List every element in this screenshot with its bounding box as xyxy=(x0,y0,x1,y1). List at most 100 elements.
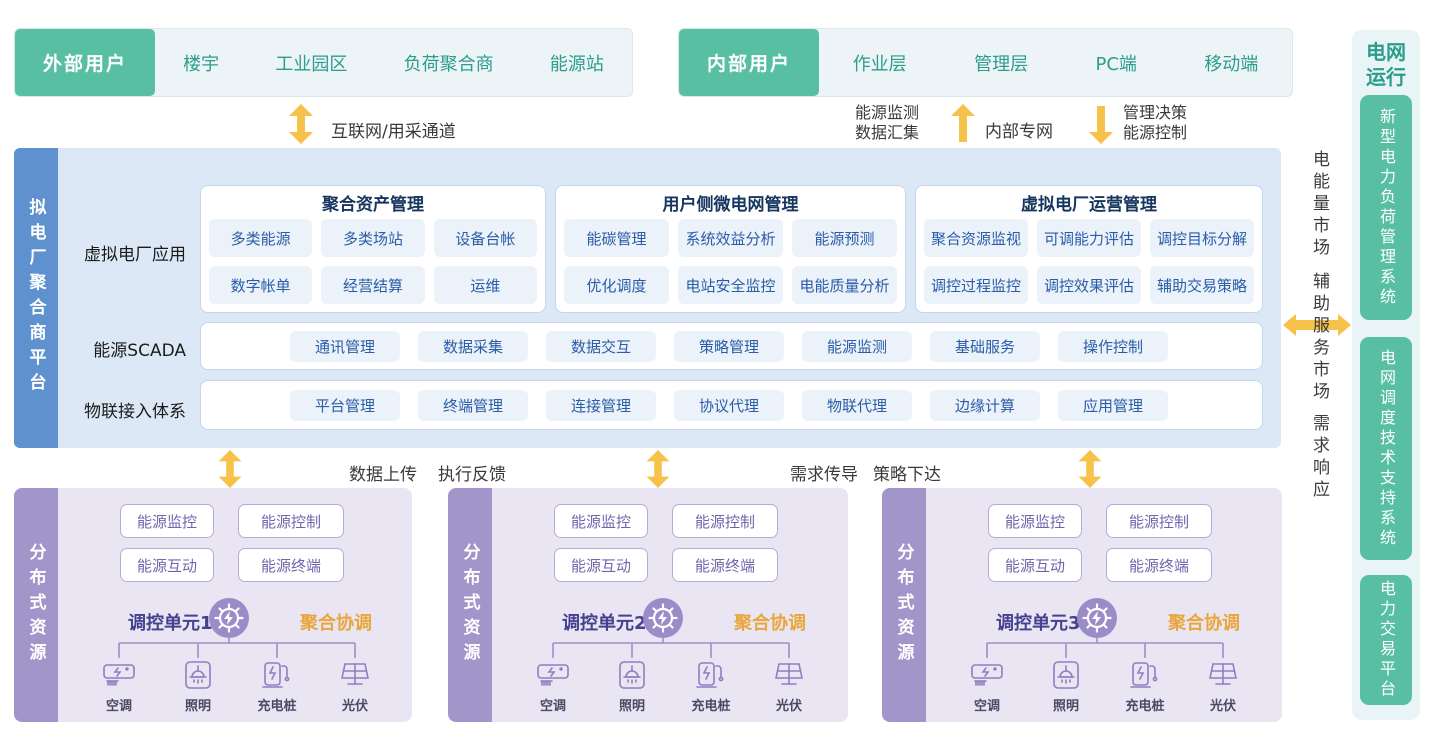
chip: 优化调度 xyxy=(564,266,669,304)
power-trading-platform: 电力交易平台 xyxy=(1360,575,1412,705)
device-label: 空调 xyxy=(539,699,566,714)
up-arrow-icon xyxy=(950,104,976,144)
updown-arrow-icon xyxy=(1077,450,1103,488)
resource-block-2: 分布式资源 能源监控 能源控制 能源互动 能源终端 调控单元2 聚合协调 空调 … xyxy=(448,488,848,722)
aggregator-platform-band: 拟电厂聚合商平台 虚拟电厂应用 能源SCADA 物联接入体系 聚合资产管理 多类… xyxy=(14,148,1281,448)
vpp-operation-group: 虚拟电厂运营管理 聚合资源监视 可调能力评估 调控目标分解 调控过程监控 调控效… xyxy=(915,185,1263,313)
chip: 能源监控 xyxy=(988,504,1082,538)
lighting-icon xyxy=(615,658,649,692)
strategy-dispatch-label: 策略下达 xyxy=(873,465,941,485)
aggregation-hub-label: 聚合协调 xyxy=(300,613,372,634)
device-label: 照明 xyxy=(618,699,645,714)
updown-arrow-icon xyxy=(645,450,671,488)
gear-lightning-icon xyxy=(1077,598,1117,638)
microgrid-management-group: 用户侧微电网管理 能碳管理 系统效益分析 能源预测 优化调度 电站安全监控 电能… xyxy=(555,185,906,313)
chip: 能源控制 xyxy=(238,504,344,538)
chip: 能源控制 xyxy=(1106,504,1212,538)
internet-channel-label: 互联网/用采通道 xyxy=(331,122,456,142)
internal-users-items: 作业层 管理层 PC端 移动端 xyxy=(819,29,1292,96)
aggregation-hub-label: 聚合协调 xyxy=(734,613,806,634)
device-label: 充电桩 xyxy=(257,699,297,714)
chip: 调控目标分解 xyxy=(1150,219,1254,257)
device-label: 光伏 xyxy=(341,699,368,714)
chip: 系统效益分析 xyxy=(678,219,783,257)
chip: 多类能源 xyxy=(209,219,313,257)
aggregation-hub-label: 聚合协调 xyxy=(1168,613,1240,634)
intranet-label: 内部专网 xyxy=(985,122,1053,142)
chip: 能碳管理 xyxy=(564,219,669,257)
chip: 能源终端 xyxy=(238,548,344,582)
asset-management-group: 聚合资产管理 多类能源 多类场站 设备台帐 数字帐单 经营结算 运维 xyxy=(200,185,546,313)
chip: 能源控制 xyxy=(672,504,778,538)
updown-arrow-icon xyxy=(288,104,314,144)
chip: 经营结算 xyxy=(321,266,425,304)
external-user-item: 工业园区 xyxy=(275,53,348,75)
iot-row-label: 物联接入体系 xyxy=(84,402,186,422)
exec-feedback-label: 执行反馈 xyxy=(438,465,506,485)
resources-side-label: 分布式资源 xyxy=(448,488,492,722)
lighting-icon xyxy=(1049,658,1083,692)
chip: 能源终端 xyxy=(1106,548,1212,582)
internal-user-item: 移动端 xyxy=(1204,53,1259,75)
group-title: 用户侧微电网管理 xyxy=(662,195,799,215)
device-tree-connector xyxy=(547,638,795,658)
chip: 边缘计算 xyxy=(930,389,1040,421)
control-unit-label: 调控单元1 xyxy=(128,613,213,634)
gear-lightning-icon xyxy=(643,598,683,638)
chip: 数据交互 xyxy=(546,330,656,362)
chip: 连接管理 xyxy=(546,389,656,421)
control-unit-label: 调控单元3 xyxy=(996,613,1081,634)
external-user-item: 楼宇 xyxy=(183,53,220,75)
chip: 调控过程监控 xyxy=(924,266,1028,304)
internal-users-badge: 内部用户 xyxy=(679,29,819,96)
chip: 终端管理 xyxy=(418,389,528,421)
chip: 协议代理 xyxy=(674,389,784,421)
market-label-demand-response: 需求响应 xyxy=(1309,414,1329,502)
chip: 能源终端 xyxy=(672,548,778,582)
resources-side-label: 分布式资源 xyxy=(14,488,58,722)
device-label: 空调 xyxy=(105,699,132,714)
decision-control-label: 管理决策 能源控制 xyxy=(1123,103,1188,142)
chip: 应用管理 xyxy=(1058,389,1168,421)
gear-lightning-icon xyxy=(209,598,249,638)
chip: 数据采集 xyxy=(418,330,528,362)
chip: 辅助交易策略 xyxy=(1150,266,1254,304)
solar-pv-icon xyxy=(338,658,372,692)
ev-charger-icon xyxy=(260,658,294,692)
device-label: 照明 xyxy=(1052,699,1079,714)
data-upload-label: 数据上传 xyxy=(349,465,417,485)
chip: 策略管理 xyxy=(674,330,784,362)
iot-row: 平台管理 终端管理 连接管理 协议代理 物联代理 边缘计算 应用管理 xyxy=(200,380,1263,430)
vpp-app-row-label: 虚拟电厂应用 xyxy=(84,245,186,265)
chip: 平台管理 xyxy=(290,389,400,421)
chip: 能源预测 xyxy=(792,219,897,257)
grid-operation-title: 电网运行 xyxy=(1366,40,1406,89)
grid-operation-panel: 电网运行 新型电力负荷管理系统 电网调度技术支持系统 电力交易平台 xyxy=(1352,30,1420,720)
dispatch-support-system: 电网调度技术支持系统 xyxy=(1360,337,1412,560)
chip: 能源互动 xyxy=(554,548,648,582)
scada-row-label: 能源SCADA xyxy=(93,341,186,361)
group-title: 聚合资产管理 xyxy=(322,195,424,215)
chip: 电站安全监控 xyxy=(678,266,783,304)
ev-charger-icon xyxy=(694,658,728,692)
device-tree-connector xyxy=(113,638,361,658)
chip: 物联代理 xyxy=(802,389,912,421)
solar-pv-icon xyxy=(772,658,806,692)
solar-pv-icon xyxy=(1206,658,1240,692)
external-user-item: 负荷聚合商 xyxy=(403,53,494,75)
internal-user-item: 管理层 xyxy=(974,53,1029,75)
group-title: 虚拟电厂运营管理 xyxy=(1021,195,1157,215)
device-label: 空调 xyxy=(973,699,1000,714)
ac-icon xyxy=(536,658,570,692)
chip: 聚合资源监视 xyxy=(924,219,1028,257)
ev-charger-icon xyxy=(1128,658,1162,692)
chip: 调控效果评估 xyxy=(1037,266,1141,304)
lighting-icon xyxy=(181,658,215,692)
chip: 操作控制 xyxy=(1058,330,1168,362)
external-users-group: 外部用户 楼宇 工业园区 负荷聚合商 能源站 xyxy=(14,28,633,97)
device-label: 光伏 xyxy=(1209,699,1236,714)
updown-arrow-icon xyxy=(217,450,243,488)
external-users-items: 楼宇 工业园区 负荷聚合商 能源站 xyxy=(155,29,632,96)
resources-side-label: 分布式资源 xyxy=(882,488,926,722)
chip: 能源互动 xyxy=(988,548,1082,582)
